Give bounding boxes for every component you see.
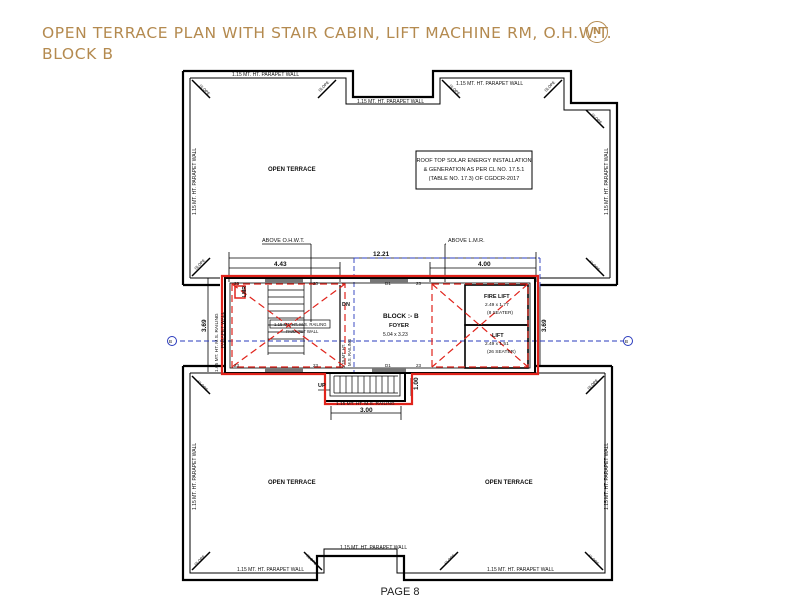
- solar-note: ROOF TOP SOLAR ENERGY INSTALLATION & GEN…: [416, 158, 531, 182]
- block-label: BLOCK :- B: [383, 313, 419, 320]
- parapet-label: 1.15 MT. HT. PARAPET WALL: [232, 72, 299, 78]
- slope-label: SLOPE: [586, 378, 599, 391]
- parapet-label: 1.15 MT. HT. PARAPET WALL: [604, 148, 610, 215]
- parapet-label: 1.15 MT. HT. PARAPET WALL: [192, 148, 198, 215]
- parapet-label: 1.15 MT. HT. PARAPET WALL: [340, 545, 407, 551]
- bottom-railing-label: 1.15 MT. HT. M.S. RAILING: [336, 401, 395, 407]
- grid-marker-icon: [167, 336, 177, 346]
- lift-size: 2.49 x 1.51: [485, 341, 509, 347]
- dimension-lines: [204, 243, 541, 420]
- parapet-label: 1.15 MT. HT. PARAPET WALL: [192, 443, 198, 510]
- open-terrace-label: OPEN TERRACE: [268, 480, 316, 486]
- lift-label: LIFT: [492, 333, 504, 339]
- dimension-bottom: 3.00: [360, 407, 373, 414]
- dimension-height-left: 3.69: [201, 319, 208, 332]
- inner-railing-label: 1.15 MT. HT.: [341, 344, 346, 368]
- parapet-label: 1.15 MT. HT. PARAPET WALL: [237, 567, 304, 573]
- grid-marker-text: B: [625, 339, 628, 344]
- slope-label: SLOPE: [443, 553, 456, 566]
- stair-up-label: UP: [318, 383, 326, 389]
- door-label: D1: [385, 281, 391, 286]
- north-arrow-icon: N: [586, 21, 608, 43]
- above-lmr-label: ABOVE L.M.R.: [448, 238, 485, 244]
- solar-note-line: ROOF TOP SOLAR ENERGY INSTALLATION: [416, 158, 531, 164]
- parapet-label: 1.15 MT. HT. PARAPET WALL: [357, 99, 424, 105]
- terrace-labels: OPEN TERRACE OPEN TERRACE OPEN TERRACE: [268, 167, 533, 486]
- dimension-lower: 1.00: [413, 377, 420, 390]
- window-label: 23: [313, 363, 319, 368]
- grid-markers: B B: [167, 336, 633, 346]
- foyer-size: 5.04 x 3.23: [383, 332, 408, 338]
- page-subtitle: BLOCK B: [42, 45, 114, 63]
- above-ohwt-label: ABOVE O.H.W.T.: [262, 238, 305, 244]
- parapet-labels: 1.15 MT. HT. PARAPET WALL 1.15 MT. HT. P…: [192, 72, 610, 573]
- window-label: 23: [416, 281, 422, 286]
- dimension-total: 12.21: [373, 251, 390, 258]
- inner-railing-label: M.S. RAILING: [347, 338, 352, 366]
- grid-marker-text: B: [169, 339, 172, 344]
- fire-lift-label: FIRE LIFT: [484, 294, 510, 300]
- openings: [265, 279, 408, 372]
- open-terrace-label: OPEN TERRACE: [268, 167, 316, 173]
- slope-markers: [191, 79, 605, 571]
- highlight-outline: [220, 274, 540, 406]
- lmr-label: LMR: [242, 286, 248, 297]
- dimension-right: 4.00: [478, 261, 491, 268]
- window-label: 23: [416, 363, 422, 368]
- fire-lift-sub: (8 SEATER): [487, 310, 513, 316]
- open-terrace-label: OPEN TERRACE: [485, 480, 533, 486]
- dimension-left: 4.43: [274, 261, 287, 268]
- slope-label: SLOPE: [588, 259, 601, 272]
- door-label: D1: [385, 363, 391, 368]
- lmr-marker: [234, 285, 246, 299]
- side-railing-label: 1.05 MT. HT. M.S. RAILING: [214, 313, 220, 372]
- dimension-height-right: 3.69: [541, 319, 548, 332]
- slope-label: SLOPE: [193, 554, 206, 567]
- dashed-rooms: [231, 283, 529, 368]
- stair-treads: [267, 285, 398, 394]
- slope-label: SLOPE: [587, 553, 600, 566]
- solar-note-box: [415, 150, 533, 190]
- window-label: 23: [234, 281, 240, 286]
- side-parapet-label: PARAPET WALL: [220, 312, 226, 348]
- slope-label: SLOPE: [198, 83, 211, 96]
- slope-label: SLOPE: [317, 80, 330, 93]
- window-label: 23: [313, 281, 319, 286]
- solar-note-line: (TABLE NO. 17.3) OF CGDCR-2017: [429, 176, 520, 182]
- slope-label: SLOPE: [590, 112, 603, 125]
- parapet-label: 1.15 MT. HT. PARAPET WALL: [456, 81, 523, 87]
- railing-label: 1.15 MT. HT. M.S. RAILING: [274, 322, 327, 327]
- slope-label: SLOPE: [196, 379, 209, 392]
- foyer-label: FOYER: [389, 323, 410, 329]
- parapet-inner-label: PARAPET WALL: [286, 329, 319, 334]
- stair-down-label: DN: [342, 302, 350, 308]
- slope-label: SLOPE: [543, 80, 556, 93]
- solar-note-line: & GENERATION AS PER CL NO. 17.5.1: [424, 167, 525, 173]
- outer-walls: [181, 69, 619, 582]
- parapet-label: 1.15 MT. HT. PARAPET WALL: [487, 567, 554, 573]
- grid-marker-icon: [623, 336, 633, 346]
- parapet-label: 1.15 MT. HT. PARAPET WALL: [604, 443, 610, 510]
- core-labels: LMR DN UP BLOCK :- B FOYER 5.04 x 3.23 F…: [214, 281, 516, 407]
- lift-sub: (26 SEATER): [487, 349, 516, 355]
- page-title: OPEN TERRACE PLAN WITH STAIR CABIN, LIFT…: [42, 24, 613, 42]
- dimension-texts: ABOVE O.H.W.T. ABOVE L.M.R. 12.21 4.43 4…: [201, 238, 548, 414]
- window-label: 23: [234, 363, 240, 368]
- fire-lift-size: 2.49 x 1.77: [485, 302, 509, 308]
- page-number: PAGE 8: [380, 586, 420, 598]
